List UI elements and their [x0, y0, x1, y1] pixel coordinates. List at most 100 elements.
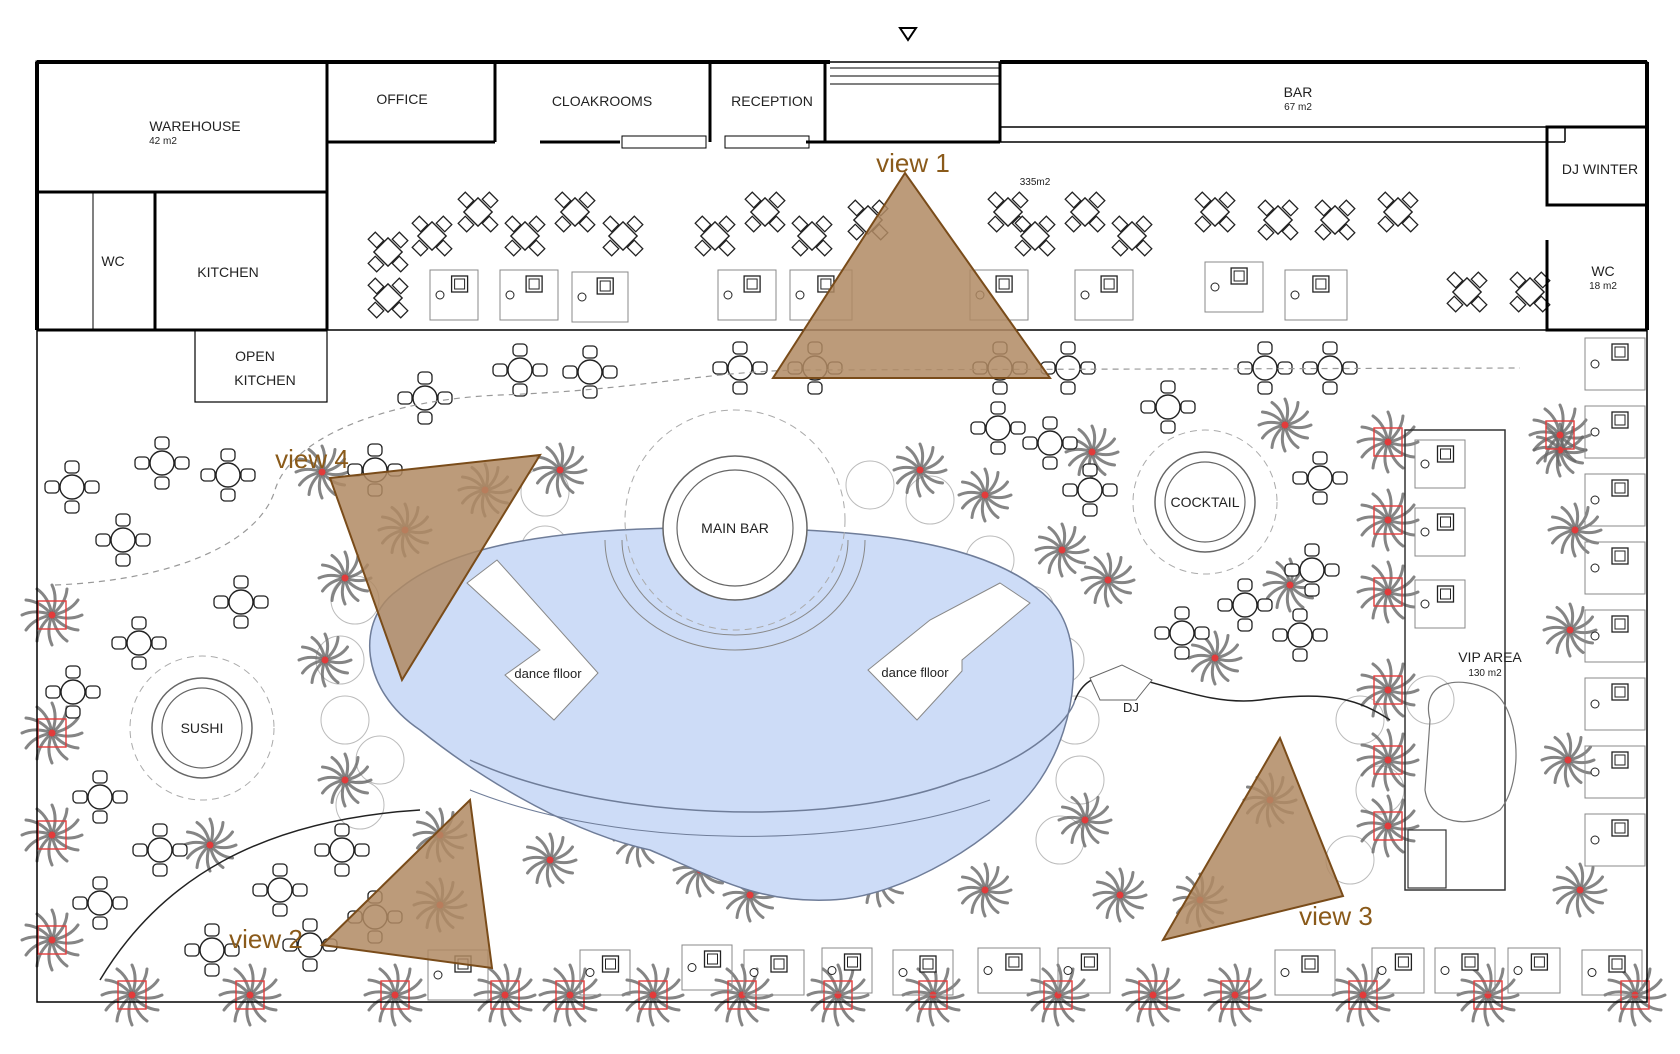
vip-area-size: 130 m2 — [1468, 668, 1502, 679]
square-table-icon — [457, 191, 499, 233]
sushi-label: SUSHI — [181, 720, 224, 736]
palm-tree-icon — [1034, 522, 1090, 578]
round-table-icon — [1040, 341, 1096, 395]
wc-left-label: WC — [101, 253, 124, 269]
view-4-cone — [328, 453, 542, 683]
palm-tree-icon — [957, 862, 1013, 918]
room-labels: WAREHOUSE 42 m2 OFFICE CLOAKROOMS RECEPT… — [101, 84, 1638, 388]
entrance-arrow-icon — [898, 27, 918, 42]
dj-winter-label: DJ WINTER — [1562, 161, 1638, 177]
round-table-icon — [1302, 341, 1358, 395]
round-table-icon — [184, 923, 240, 977]
palm-tree-icon — [901, 963, 965, 1027]
round-table-icon — [200, 448, 256, 502]
lounge-seating-icon — [1284, 269, 1348, 321]
planter-box — [380, 980, 410, 1010]
dj-booth: DJ — [1089, 664, 1153, 715]
palm-tree-icon — [1080, 552, 1136, 608]
planter-box — [117, 980, 147, 1010]
lounge-seating-icon — [1274, 949, 1336, 996]
square-table-icon — [411, 215, 453, 257]
pool-inner-path — [469, 699, 1076, 813]
view-2-cone — [319, 797, 494, 970]
square-table-icon — [1064, 191, 1106, 233]
view-1-cone — [771, 171, 1052, 379]
palm-tree-icon — [1547, 502, 1603, 558]
palm-tree-icon — [957, 467, 1013, 523]
planter-box — [1138, 980, 1168, 1010]
planter-box — [1373, 577, 1403, 607]
palm-tree-icon — [317, 752, 373, 808]
open-kitchen-label-1: OPEN — [235, 348, 275, 364]
cocktail-bar: COCKTAIL — [1132, 429, 1278, 575]
palm-tree-icon — [1356, 658, 1420, 722]
planter-box — [638, 980, 668, 1010]
vip-area-label: VIP AREA — [1458, 649, 1522, 665]
open-kitchen-label-2: KITCHEN — [234, 372, 295, 388]
planter-box — [235, 980, 265, 1010]
palm-tree-icon — [1356, 560, 1420, 624]
palm-tree-icon — [1603, 963, 1667, 1027]
cloakrooms-label: CLOAKROOMS — [552, 93, 652, 109]
planter-box — [1348, 980, 1378, 1010]
lounge-seating-icon — [892, 949, 954, 996]
lounge-seating-icon — [429, 269, 479, 321]
hall-area: 335m2 — [1020, 177, 1051, 188]
lounge-seating-icon — [1434, 947, 1496, 994]
square-table-icon — [1314, 199, 1356, 241]
palm-tree-icon — [1026, 963, 1090, 1027]
wc-right-label: WC — [1591, 263, 1614, 279]
wc-right-area: 18 m2 — [1589, 281, 1617, 292]
palm-tree-icon — [20, 583, 84, 647]
shrub — [315, 635, 365, 685]
planter-box — [490, 980, 520, 1010]
palm-tree-icon — [892, 442, 948, 498]
palm-tree-icon — [1456, 963, 1520, 1027]
view-4-label: view 4 — [275, 444, 349, 474]
lounge-seating-icon — [1414, 507, 1466, 557]
planter-box — [37, 820, 67, 850]
round-table-icon — [72, 876, 128, 930]
view-cones: view 1 view 4 view 2 view 3 — [229, 148, 1373, 970]
round-table-icon — [492, 343, 548, 397]
planter-box — [1473, 980, 1503, 1010]
round-table-icon — [1062, 463, 1118, 517]
lounge-seating-icon — [1584, 405, 1646, 459]
lounge-seating-icon — [1584, 609, 1646, 663]
lounge-seating-icon — [579, 949, 631, 996]
cocktail-label: COCKTAIL — [1171, 494, 1240, 510]
walkway-curve-left — [99, 809, 421, 981]
round-table-icon — [562, 345, 618, 399]
palm-tree-icon — [294, 444, 350, 500]
lounge-seating-icon — [1581, 949, 1643, 996]
palm-tree-icon — [1203, 963, 1267, 1027]
lounge-seating-icon — [1074, 269, 1134, 321]
palm-tree-icon — [1187, 630, 1243, 686]
planter-box — [1373, 427, 1403, 457]
square-table-icon — [1257, 199, 1299, 241]
palm-tree-icon — [1540, 732, 1596, 788]
view-3-cone — [1160, 735, 1345, 942]
shrub — [845, 460, 895, 510]
palm-tree-icon — [1331, 963, 1395, 1027]
round-table-icon — [111, 616, 167, 670]
palm-tree-icon — [297, 632, 353, 688]
round-table-icon — [45, 665, 101, 719]
lounge-seating-icon — [1584, 541, 1646, 595]
round-table-icon — [1217, 578, 1273, 632]
square-table-icon — [1446, 271, 1488, 313]
bench-curve — [469, 789, 991, 837]
shrub — [335, 780, 385, 830]
lounge-seating-icon — [1057, 947, 1111, 994]
palm-tree-icon — [621, 963, 685, 1027]
palm-tree-icon — [363, 963, 427, 1027]
lounge-seating-icon — [743, 949, 805, 996]
building-walls — [35, 60, 1649, 1003]
palm-tree-icon — [1257, 397, 1313, 453]
dance-floor-left: dance flloor — [466, 559, 599, 721]
lounge-seating-icon — [1584, 677, 1646, 731]
view-2-label: view 2 — [229, 924, 303, 954]
view-3-label: view 3 — [1299, 901, 1373, 931]
square-table-icon — [602, 215, 644, 257]
